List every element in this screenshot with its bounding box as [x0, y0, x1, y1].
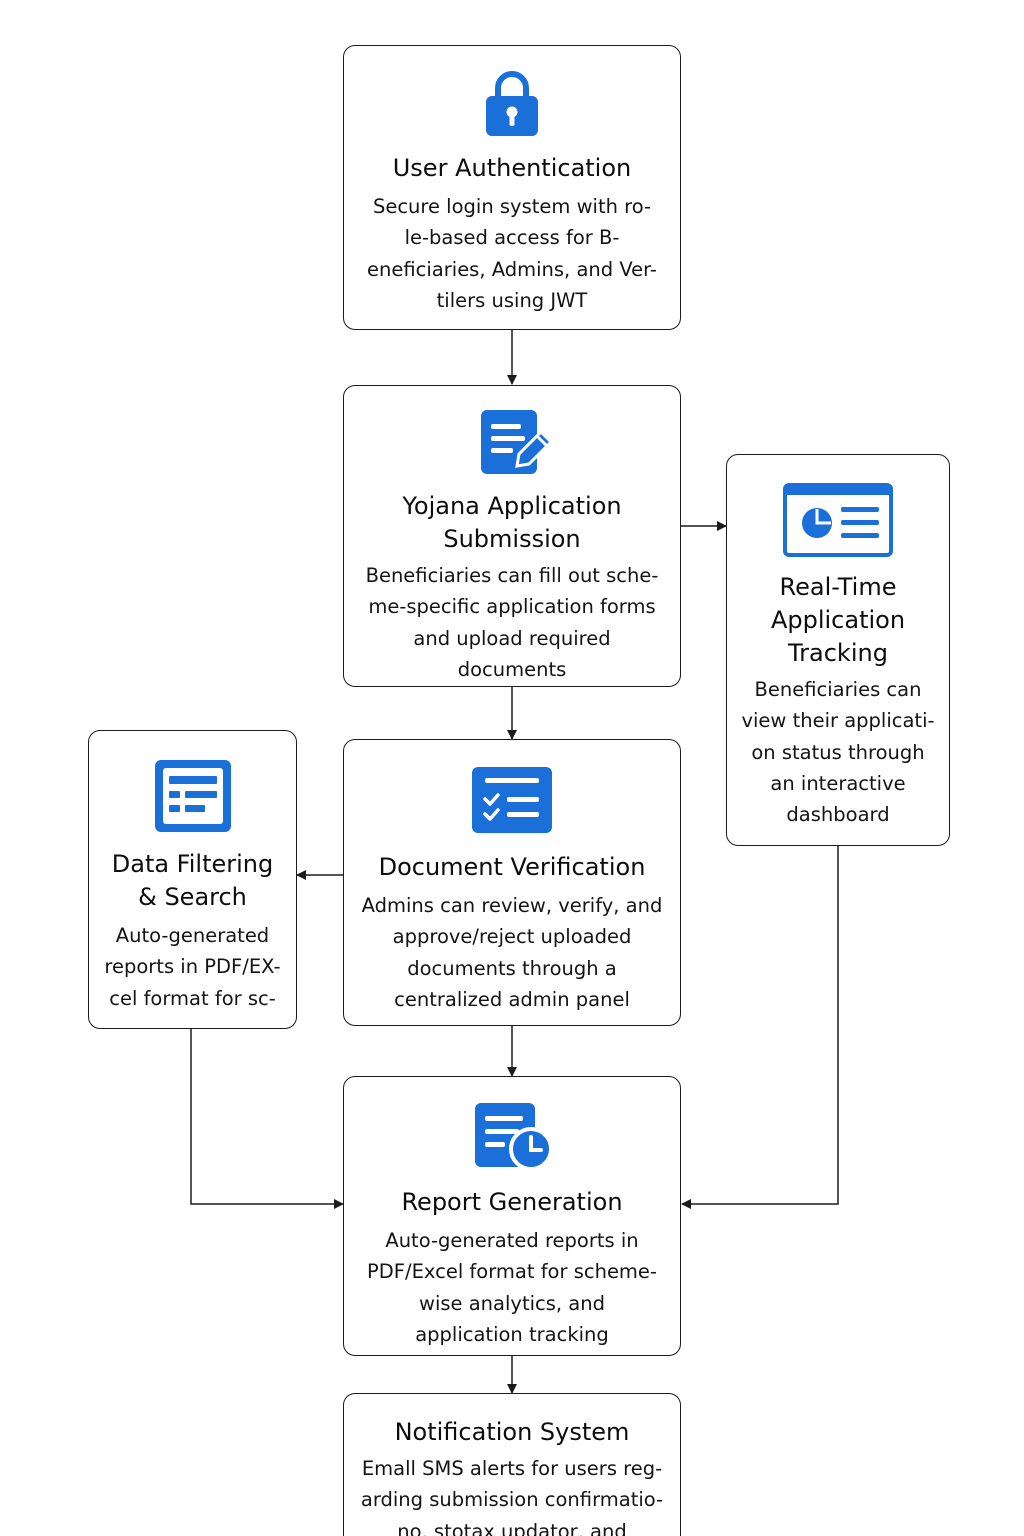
node-description: Beneficiaries can fill out sche- me-spec… — [365, 564, 659, 681]
node-application-submission: Yojana Application Submission Beneficiar… — [343, 385, 681, 687]
node-title: Report Generation — [401, 1188, 623, 1216]
node-description: Beneficiaries can view their applicati- … — [741, 678, 935, 827]
node-title: Real-Time Application Tracking — [770, 573, 906, 667]
node-report-generation: Report Generation Auto-generated reports… — [343, 1076, 681, 1356]
list-filter-icon — [154, 760, 231, 832]
node-description: Auto-generated reports in PDF/EX- cel fo… — [104, 924, 281, 1010]
checklist-icon — [472, 767, 552, 833]
node-title: Yojana Application Submission — [402, 492, 622, 553]
node-user-authentication: User Authentication Secure login system … — [343, 45, 681, 330]
node-application-tracking: Real-Time Application Tracking Beneficia… — [726, 454, 950, 846]
node-title: Document Verification — [378, 853, 646, 881]
node-description: Emall SMS alerts for users reg- arding s… — [360, 1457, 664, 1536]
report-clock-icon — [475, 1103, 553, 1171]
node-data-filtering: Data Filtering & Search Auto-generated r… — [88, 730, 297, 1029]
node-description: Admins can review, verify, and approve/r… — [361, 894, 663, 1011]
node-description: Secure login system with ro- le-based ac… — [367, 195, 657, 312]
arrow-filtering-to-report — [190, 1029, 344, 1209]
dashboard-chart-icon — [783, 483, 893, 557]
form-edit-icon — [481, 410, 554, 474]
arrow-tracking-to-report — [681, 846, 839, 1209]
node-description: Auto-generated reports in PDF/Excel form… — [367, 1229, 657, 1346]
lock-icon — [486, 71, 538, 136]
node-title: Notification System — [394, 1418, 630, 1446]
node-title: User Authentication — [392, 154, 632, 182]
node-notification-system: Notification System Emall SMS alerts for… — [343, 1393, 681, 1536]
node-title: Data Filtering & Search — [111, 850, 274, 911]
node-document-verification: Document Verification Admins can review,… — [343, 739, 681, 1026]
